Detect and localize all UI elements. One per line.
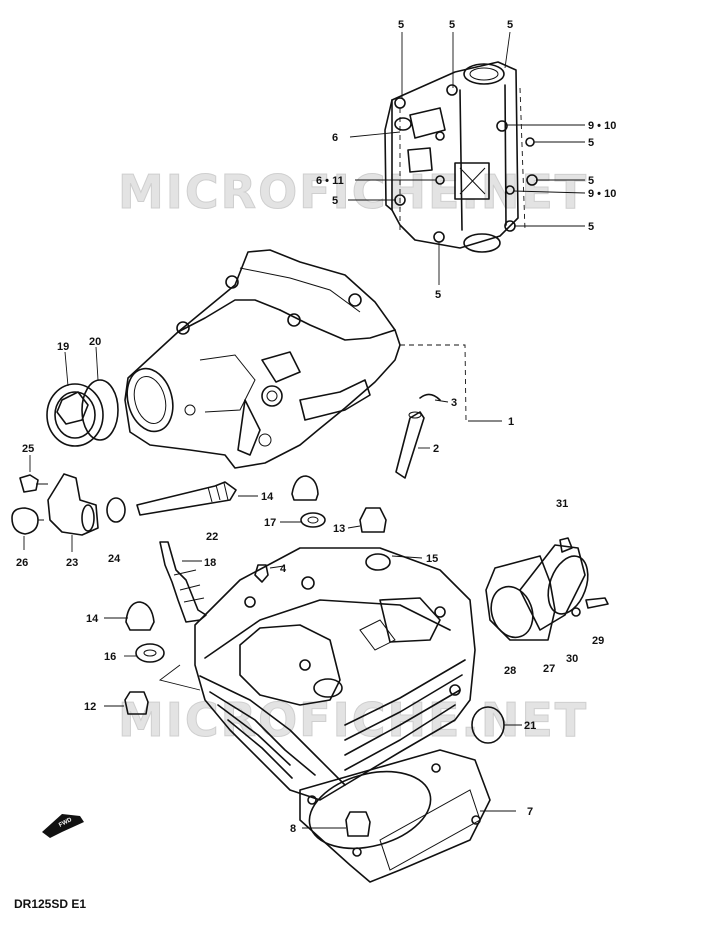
callout-9-10: 9 • 10 (588, 188, 616, 200)
head-cover-inset (384, 61, 538, 253)
callout-6: 6 (332, 132, 338, 144)
valve-guide (395, 393, 441, 479)
callout-5: 5 (588, 221, 594, 233)
watermark-bottom: MICROFICHE.NET (118, 693, 588, 747)
fwd-arrow: FWD (42, 814, 84, 838)
callout-24: 24 (108, 553, 121, 565)
callout-5: 5 (507, 19, 513, 31)
callout-9-10: 9 • 10 (588, 120, 616, 132)
spark-plug (159, 541, 207, 623)
model-code: DR125SD E1 (14, 897, 86, 911)
callout-28: 28 (504, 665, 516, 677)
callout-5: 5 (435, 289, 441, 301)
callout-25: 25 (22, 443, 34, 455)
callout-22: 22 (206, 531, 218, 543)
leaders-top (348, 31, 586, 285)
callout-1: 1 (508, 416, 514, 428)
caps-right (291, 475, 387, 533)
callout-18: 18 (204, 557, 216, 569)
callout-6-11: 6 • 11 (316, 175, 344, 187)
callout-20: 20 (89, 336, 101, 348)
callout-5: 5 (398, 19, 404, 31)
callout-21: 21 (524, 720, 536, 732)
callout-27: 27 (543, 663, 555, 675)
callouts: 5 5 5 6 9 • 10 5 6 • 11 5 5 9 • 10 5 5 1… (16, 19, 616, 835)
callout-3: 3 (451, 397, 457, 409)
callout-23: 23 (66, 557, 78, 569)
callout-15: 15 (426, 553, 438, 565)
callout-4: 4 (280, 563, 287, 575)
callout-8: 8 (290, 823, 296, 835)
callout-2: 2 (433, 443, 439, 455)
callout-17: 17 (264, 517, 276, 529)
cylinder-block (194, 547, 476, 801)
watermark-top: MICROFICHE.NET (118, 165, 588, 219)
callout-12: 12 (84, 701, 96, 713)
tappet-cap (46, 379, 119, 447)
cylinder-head (124, 249, 467, 469)
callout-26: 26 (16, 557, 28, 569)
callout-14: 14 (261, 491, 274, 503)
callout-13: 13 (333, 523, 345, 535)
callout-16: 16 (104, 651, 116, 663)
leaders-main (23, 346, 522, 829)
intake-pipe (485, 537, 609, 641)
cylinder-gasket (299, 749, 491, 883)
callout-19: 19 (57, 341, 69, 353)
callout-5: 5 (332, 195, 338, 207)
callout-5: 5 (588, 137, 594, 149)
callout-5: 5 (588, 175, 594, 187)
callout-7: 7 (527, 806, 533, 818)
callout-14: 14 (86, 613, 99, 625)
caps-left (124, 601, 165, 715)
callout-30: 30 (566, 653, 578, 665)
callout-31: 31 (556, 498, 568, 510)
callout-5: 5 (449, 19, 455, 31)
callout-29: 29 (592, 635, 604, 647)
small-parts-left (11, 473, 237, 536)
